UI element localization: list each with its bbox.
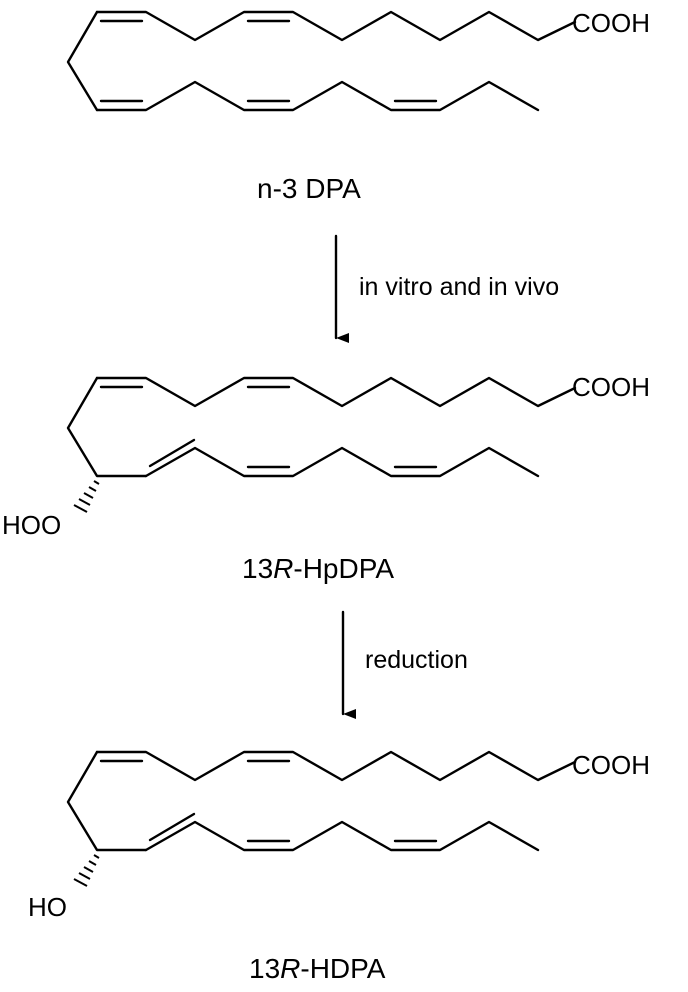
compound-name-dpa: n-3 DPA [257, 173, 361, 204]
hydroperoxy-label: HOO [2, 510, 61, 540]
compound-name-hpdpa: 13R-HpDPA [242, 553, 394, 584]
lower-chain-bonds [144, 446, 540, 478]
structure-n3-dpa: COOH [66, 8, 650, 112]
structure-13r-hdpa: HO COOH [28, 750, 650, 922]
hashed-wedge-bond [73, 854, 100, 887]
arrow-2-label: reduction [365, 646, 468, 674]
carboxylic-acid-label: COOH [572, 750, 650, 780]
structure-13r-hpdpa: HOO COOH [2, 372, 650, 540]
left-linker-bonds [66, 10, 99, 112]
hydroxy-label: HO [28, 892, 67, 922]
upper-chain-bonds [95, 10, 577, 42]
upper-chain-bonds [95, 376, 577, 408]
arrow-1-label: in vitro and in vivo [359, 273, 559, 301]
carboxylic-acid-label: COOH [572, 372, 650, 402]
carboxylic-acid-label: COOH [572, 8, 650, 38]
left-linker-bonds [66, 376, 148, 478]
left-linker-bonds [66, 750, 148, 852]
upper-chain-bonds [95, 750, 577, 782]
lower-chain-bonds [144, 820, 540, 852]
lower-chain-bonds [95, 80, 540, 112]
compound-name-hdpa: 13R-HDPA [249, 953, 386, 984]
double-bond-line [148, 812, 196, 842]
hashed-wedge-bond [73, 480, 100, 513]
double-bond-line [148, 438, 196, 468]
